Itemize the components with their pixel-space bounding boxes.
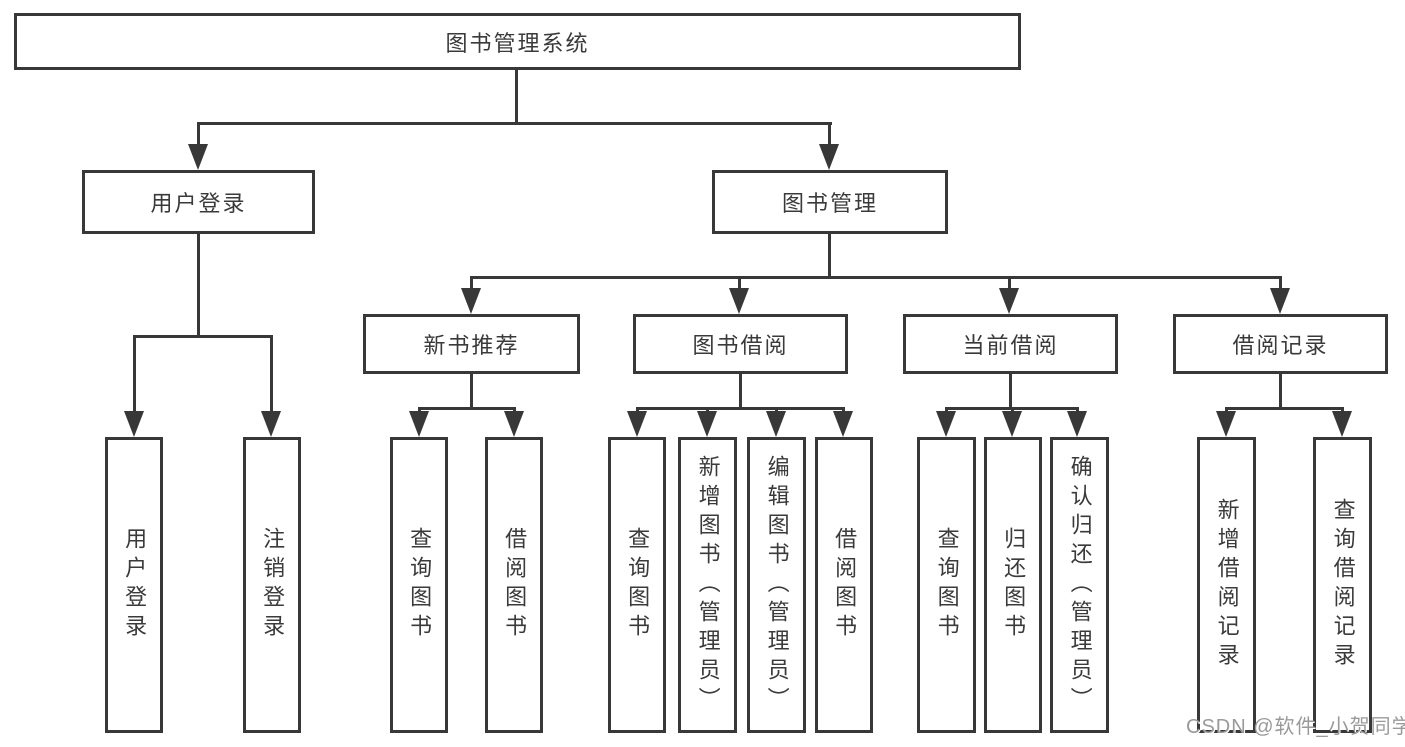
leaf-logout: 注销登录	[243, 437, 301, 733]
arrow-down-icon	[729, 288, 749, 314]
connector-line-v	[738, 276, 741, 292]
leaf-borrow-books-recommend: 借阅图书	[485, 437, 543, 733]
connector-line-h	[636, 407, 845, 410]
arrow-down-icon	[627, 411, 647, 437]
leaf-query-books-borrowing: 查询图书	[608, 437, 666, 733]
connector-line-v	[270, 335, 273, 413]
leaf-label: 查询图书	[407, 527, 433, 643]
node-book-borrowing: 图书借阅	[633, 314, 848, 374]
node-label: 新书推荐	[423, 333, 520, 358]
connector-line-v	[470, 374, 473, 407]
arrow-down-icon	[1332, 411, 1352, 437]
connector-line-v	[828, 234, 831, 276]
leaf-user-login: 用户登录	[105, 437, 163, 733]
arrow-down-icon	[1002, 411, 1022, 437]
node-book-management: 图书管理	[712, 170, 948, 234]
connector-line-v	[1009, 374, 1012, 407]
leaf-label: 注销登录	[260, 527, 286, 643]
arrow-down-icon	[261, 411, 281, 437]
connector-line-v	[1279, 276, 1282, 292]
node-label: 用户登录	[150, 191, 247, 216]
arrow-down-icon	[504, 411, 524, 437]
node-label: 当前借阅	[962, 333, 1059, 358]
arrow-down-icon	[188, 144, 208, 170]
connector-line-v	[1008, 276, 1011, 292]
node-new-book-recommend: 新书推荐	[363, 314, 580, 374]
arrow-down-icon	[936, 411, 956, 437]
node-borrowing-records: 借阅记录	[1173, 314, 1388, 374]
leaf-label: 确认归还（管理员）	[1067, 454, 1093, 716]
leaf-borrow-books-borrowing: 借阅图书	[815, 437, 873, 733]
leaf-label: 编辑图书（管理员）	[764, 454, 790, 716]
leaf-label: 查询图书	[625, 527, 651, 643]
leaf-query-borrow-record: 查询借阅记录	[1313, 437, 1372, 733]
leaf-label: 归还图书	[1001, 527, 1027, 643]
connector-line-h	[1225, 407, 1344, 410]
arrow-down-icon	[124, 411, 144, 437]
leaf-label: 查询图书	[934, 527, 960, 643]
connector-line-h	[418, 407, 516, 410]
connector-line-v	[1279, 374, 1282, 407]
leaf-label: 新增借阅记录	[1214, 498, 1240, 672]
connector-line-v	[739, 374, 742, 407]
node-label: 图书管理	[781, 191, 878, 216]
node-current-borrowing: 当前借阅	[903, 314, 1118, 374]
leaf-label: 用户登录	[122, 527, 148, 643]
leaf-return-book: 归还图书	[984, 437, 1042, 733]
arrow-down-icon	[1270, 288, 1290, 314]
node-label: 借阅记录	[1232, 333, 1329, 358]
leaf-confirm-return-admin: 确认归还（管理员）	[1050, 437, 1109, 733]
leaf-edit-book-admin: 编辑图书（管理员）	[747, 437, 806, 733]
connector-line-v	[515, 70, 518, 122]
leaf-query-books-recommend: 查询图书	[390, 437, 448, 733]
connector-line-v	[470, 276, 473, 292]
leaf-label: 新增图书（管理员）	[695, 454, 721, 716]
arrow-down-icon	[461, 288, 481, 314]
arrow-down-icon	[697, 411, 717, 437]
arrow-down-icon	[1067, 411, 1087, 437]
leaf-label: 借阅图书	[502, 527, 528, 643]
watermark: CSDN @软件_小贺同学	[1186, 716, 1405, 738]
node-label: 图书借阅	[692, 333, 789, 358]
arrow-down-icon	[1216, 411, 1236, 437]
connector-line-h	[197, 122, 832, 125]
connector-line-v	[197, 234, 200, 335]
connector-line-h	[133, 335, 273, 338]
node-library-management-system: 图书管理系统	[14, 13, 1021, 70]
leaf-query-books-current: 查询图书	[917, 437, 976, 733]
leaf-add-borrow-record: 新增借阅记录	[1197, 437, 1256, 733]
leaf-label: 查询借阅记录	[1330, 498, 1356, 672]
arrow-down-icon	[833, 411, 853, 437]
arrow-down-icon	[999, 288, 1019, 314]
node-user-login: 用户登录	[82, 170, 315, 234]
connector-line-h	[470, 276, 1282, 279]
node-label: 图书管理系统	[445, 30, 590, 56]
arrow-down-icon	[819, 144, 839, 170]
connector-line-v	[133, 335, 136, 413]
leaf-label: 借阅图书	[832, 527, 858, 643]
arrow-down-icon	[409, 411, 429, 437]
leaf-add-book-admin: 新增图书（管理员）	[678, 437, 737, 733]
arrow-down-icon	[766, 411, 786, 437]
connector-line-v	[828, 122, 831, 150]
connector-line-v	[197, 122, 200, 150]
